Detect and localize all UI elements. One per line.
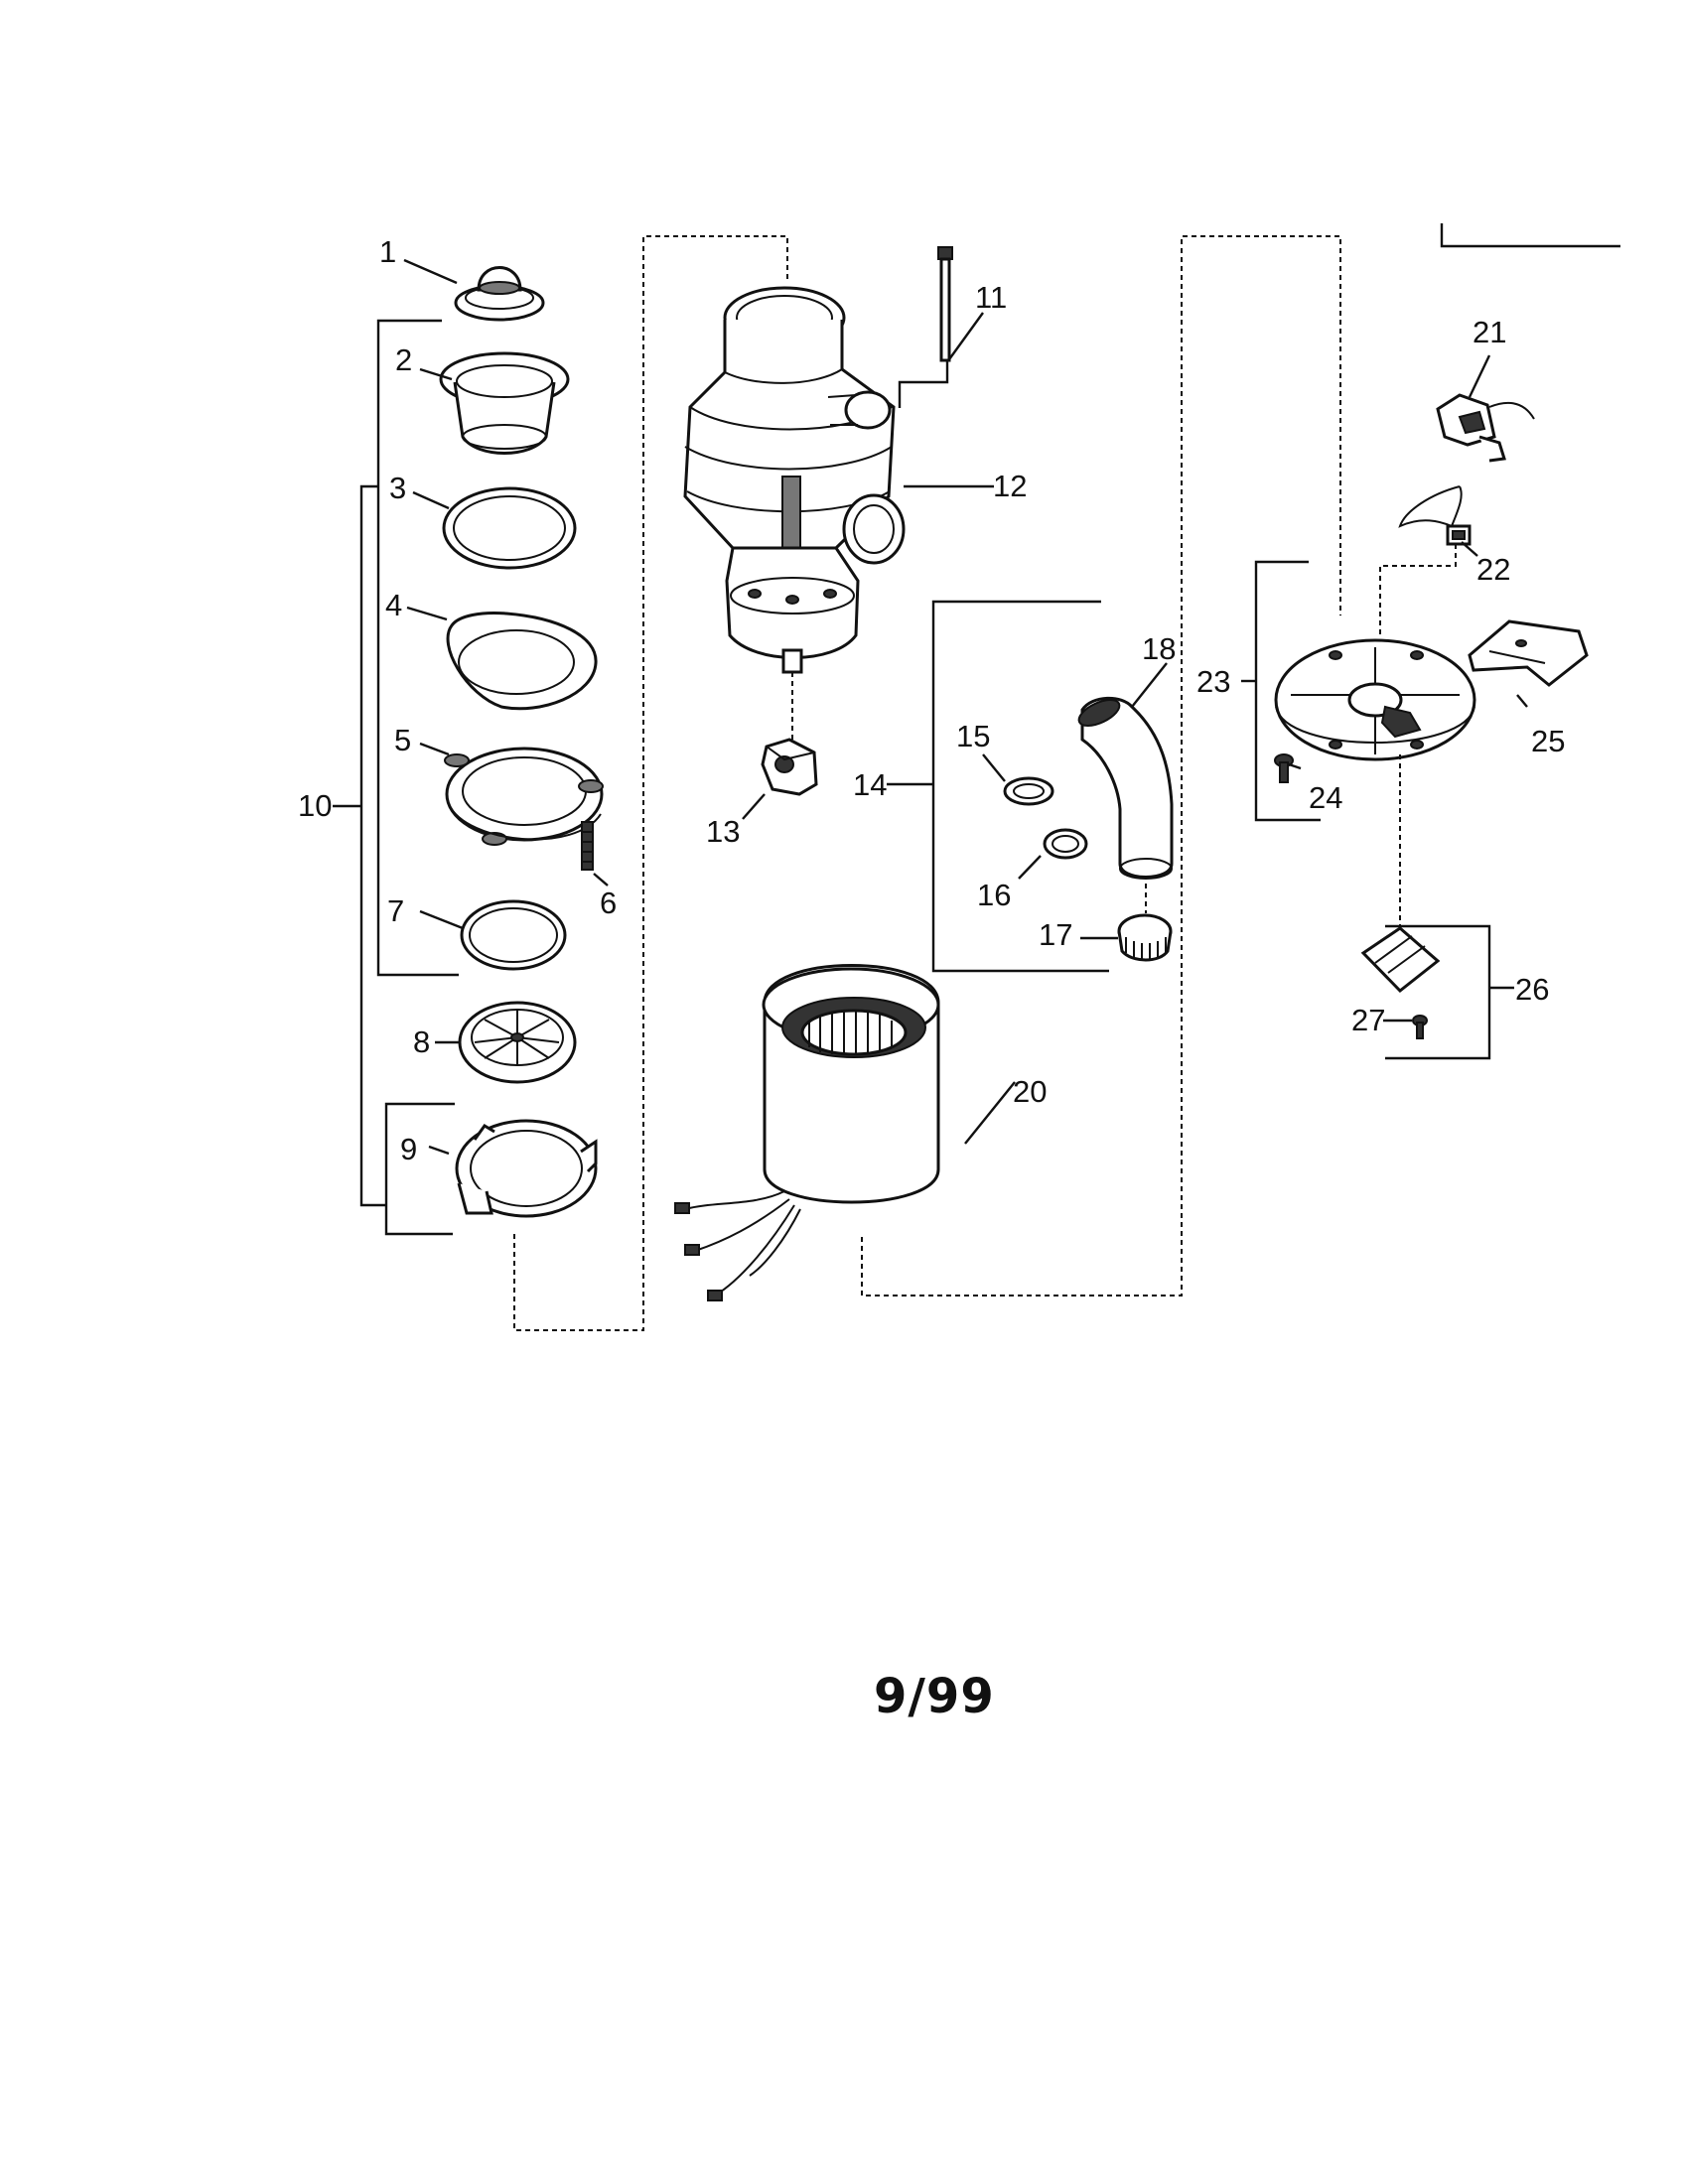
callout-21: 21 [1473, 315, 1506, 349]
callout-8: 8 [413, 1024, 430, 1059]
dashed-link-20-to-23 [861, 235, 1341, 1297]
bracket-flange-assembly [376, 319, 459, 977]
callout-7: 7 [387, 893, 404, 928]
callout-2: 2 [395, 342, 412, 377]
part-7-snap-ring [460, 899, 567, 971]
callout-10: 10 [298, 788, 332, 823]
leader-lines [333, 258, 1528, 1156]
part-17-nut [1117, 913, 1173, 962]
callout-20: 20 [1013, 1074, 1047, 1109]
callout-1: 1 [379, 234, 396, 269]
part-11-bolt [937, 246, 953, 362]
part-12-hopper [683, 286, 906, 674]
part-1-stopper [454, 266, 545, 322]
part-3-fiber-gasket [442, 486, 577, 570]
callout-12: 12 [993, 469, 1027, 503]
callout-25: 25 [1531, 724, 1565, 758]
callout-5: 5 [394, 723, 411, 757]
bracket-9 [384, 1102, 455, 1236]
bracket-14 [931, 600, 1109, 973]
part-22-wire-connector [1398, 485, 1472, 546]
part-5-mounting-ring [444, 747, 604, 846]
part-23-bottom-plate [1274, 638, 1476, 761]
callout-4: 4 [385, 588, 402, 622]
part-24-screw [1274, 753, 1294, 783]
callout-3: 3 [389, 471, 406, 505]
part-21-switch [1436, 393, 1535, 463]
callout-14: 14 [853, 767, 887, 802]
callout-17: 17 [1039, 917, 1072, 952]
bracket-10 [359, 484, 386, 1207]
corner-mark [1440, 223, 1620, 248]
callout-9: 9 [400, 1132, 417, 1166]
callout-26: 26 [1515, 972, 1549, 1007]
callout-23: 23 [1196, 664, 1230, 699]
part-26-cover [1360, 926, 1441, 994]
line-bolt-to-hopper [898, 360, 949, 408]
bracket-23 [1254, 560, 1321, 822]
callout-15: 15 [956, 719, 990, 753]
dashed-link-22-to-23 [1379, 544, 1457, 635]
callout-11: 11 [975, 280, 1007, 315]
callout-13: 13 [706, 814, 740, 849]
date-code: 9/99 [874, 1669, 995, 1724]
callout-16: 16 [977, 878, 1011, 912]
callout-18: 18 [1142, 631, 1176, 666]
callout-22: 22 [1476, 552, 1510, 587]
part-13-impeller [761, 738, 818, 796]
callout-27: 27 [1351, 1003, 1385, 1037]
part-18-discharge-tube [1077, 696, 1174, 880]
part-6-mounting-screw [581, 821, 594, 871]
part-25-cover-plate [1468, 619, 1589, 687]
part-15-gasket [1003, 776, 1054, 806]
part-27-screw [1412, 1015, 1428, 1039]
part-2-sink-flange [439, 351, 570, 455]
dashed-link-9-to-12 [513, 235, 788, 1331]
part-8-splash-guard [458, 1001, 577, 1084]
part-20-motor-stator [674, 964, 940, 1301]
part-4-backup-flange [446, 612, 598, 711]
callout-24: 24 [1309, 780, 1342, 815]
bracket-26 [1385, 924, 1491, 1060]
part-9-mounting-ring [455, 1119, 598, 1218]
part-16-gasket [1043, 828, 1088, 860]
callout-6: 6 [600, 886, 617, 920]
